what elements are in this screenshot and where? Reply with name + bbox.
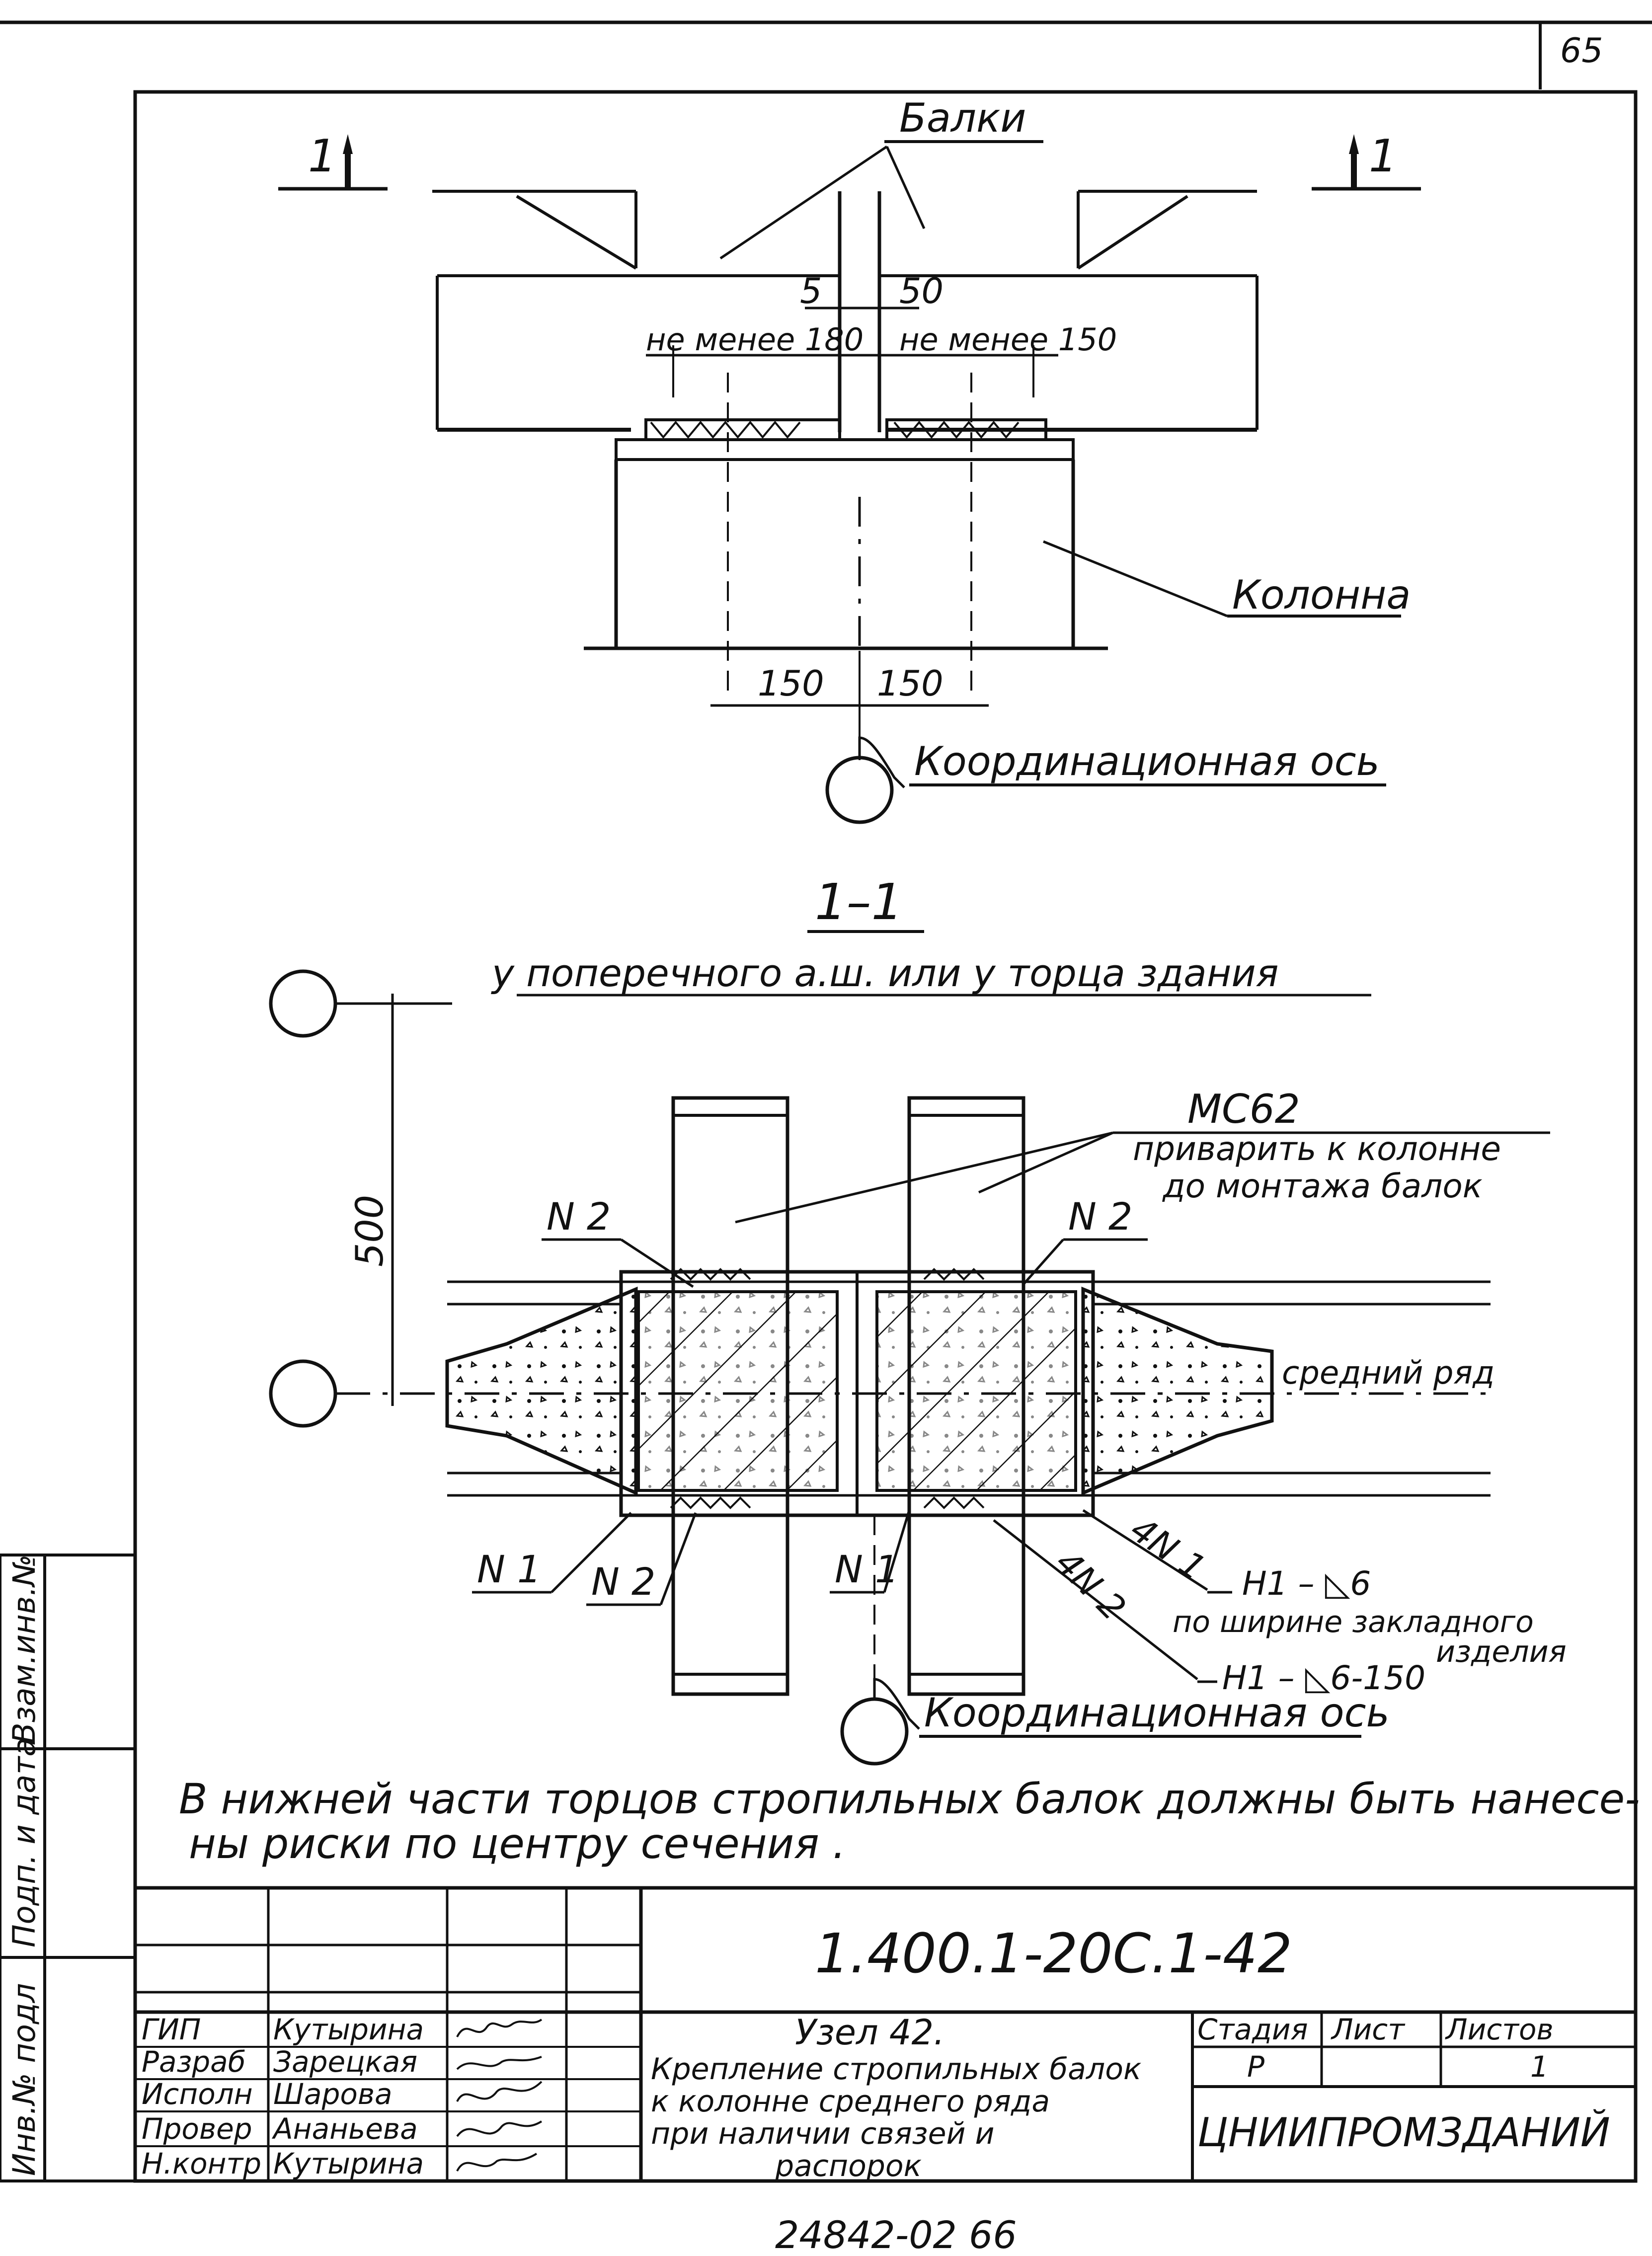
dim-500: 500 — [347, 1195, 392, 1267]
bottom-number: 24842-02 66 — [775, 2213, 1017, 2256]
svg-text:1: 1 — [1369, 130, 1397, 182]
margin-field-3: Взам.инв.№ — [6, 1554, 42, 1744]
min-right-dim: не менее 150 — [899, 321, 1117, 358]
axis-bubble-top — [825, 756, 894, 824]
column-label: Колонна — [1232, 572, 1411, 618]
n1-left: N 1 — [477, 1547, 541, 1591]
title-line-2: Крепление стропильных балок — [651, 2052, 1141, 2087]
beams-label: Балки — [899, 95, 1026, 141]
svg-text:1: 1 — [308, 130, 336, 182]
weld-spec-1: Н1 – ◺6 — [1242, 1564, 1371, 1603]
axis-label-bottom: Координационная ось — [924, 1690, 1390, 1736]
n1-center: N 1 — [835, 1547, 899, 1591]
section-mark-right: 1 — [1312, 130, 1421, 191]
min-left-dim: не менее 180 — [646, 321, 864, 358]
name-2: Зарецкая — [273, 2045, 417, 2079]
organization: ЦНИИПРОМЗДАНИЙ — [1197, 2109, 1610, 2156]
axis-bubble-transverse — [269, 969, 337, 1038]
section-mark-left: 1 — [278, 130, 388, 191]
weld-note-1: по ширине закладного — [1173, 1605, 1534, 1639]
beam-left — [432, 190, 842, 432]
section-title: 1–1 — [815, 873, 903, 931]
part-note-1: приварить к колонне — [1133, 1130, 1501, 1168]
left-margin-stamp: Инв.№ подл Подп. и дата Взам.инв.№ — [0, 1554, 137, 2182]
weld-4n1: 4N 1 — [1123, 1509, 1213, 1589]
n2-right-top: N 2 — [1068, 1194, 1132, 1239]
gap-right-dim: 50 — [899, 271, 944, 311]
role-3: Исполн — [142, 2077, 253, 2111]
role-4: Провер — [142, 2112, 252, 2146]
margin-field-1: Инв.№ подл — [6, 1983, 42, 2176]
role-5: Н.контр — [142, 2147, 261, 2180]
name-4: Ананьева — [271, 2112, 418, 2146]
axis-bubble-row — [269, 1359, 337, 1428]
sheets-header: Листов — [1445, 2013, 1554, 2046]
name-1: Кутырина — [273, 2013, 424, 2046]
signatures — [456, 2019, 543, 2172]
gap-left-dim: 5 — [800, 271, 822, 311]
title-line-1: Узел 42. — [795, 2012, 944, 2053]
title-line-5: распорок — [775, 2149, 922, 2183]
title-line-4: при наличии связей и — [651, 2116, 995, 2151]
bearing-plates — [615, 418, 1075, 461]
section-subtitle: у поперечного а.ш. или у торца здания — [491, 951, 1279, 995]
weld-note-2: изделия — [1436, 1634, 1567, 1669]
document-code: 1.400.1-20С.1-42 — [815, 1922, 1292, 1985]
weld-4n2: 4N 2 — [1047, 1542, 1134, 1629]
dim-150-left: 150 — [758, 663, 824, 704]
note-line-2: ны риски по центру сечения . — [189, 1819, 846, 1868]
column-section — [619, 1268, 1095, 1517]
longitudinal-beams — [445, 1280, 1491, 1497]
stage-header: Стадия — [1197, 2013, 1308, 2046]
stage-value: Р — [1247, 2050, 1264, 2084]
column — [584, 373, 1108, 700]
name-5: Кутырина — [273, 2147, 424, 2180]
sheet-frame — [0, 20, 1652, 2183]
note-line-1: В нижней части торцов стропильных балок … — [179, 1775, 1640, 1823]
axis-bubble-bottom — [840, 1697, 909, 1766]
row-label: средний ряд — [1282, 1355, 1495, 1392]
n2-left-top: N 2 — [547, 1194, 611, 1239]
sheets-value: 1 — [1530, 2050, 1549, 2084]
top-view: 1 1 Балки — [278, 95, 1421, 824]
margin-field-2: Подп. и дата — [6, 1738, 42, 1947]
beam-right — [877, 190, 1259, 432]
axis-label-top: Координационная ось — [914, 738, 1380, 784]
title-block: 1.400.1-20С.1-42 ГИП Разраб Исполн Прове… — [135, 1886, 1636, 2183]
dim-150-right: 150 — [877, 663, 944, 704]
name-3: Шарова — [273, 2077, 393, 2111]
part-note-2: до монтажа балок — [1162, 1167, 1483, 1205]
role-2: Разраб — [142, 2045, 246, 2079]
role-1: ГИП — [142, 2013, 201, 2046]
section-view: 1–1 у поперечного а.ш. или у торца здани… — [269, 873, 1567, 1766]
weld-spec-2: Н1 – ◺6-150 — [1222, 1659, 1425, 1697]
title-line-3: к колонне среднего ряда — [651, 2084, 1050, 2119]
part-label: МС62 — [1187, 1086, 1300, 1132]
page-number: 65 — [1560, 31, 1603, 71]
sheet-header: Лист — [1331, 2013, 1406, 2046]
n2-bottom: N 2 — [591, 1559, 655, 1604]
